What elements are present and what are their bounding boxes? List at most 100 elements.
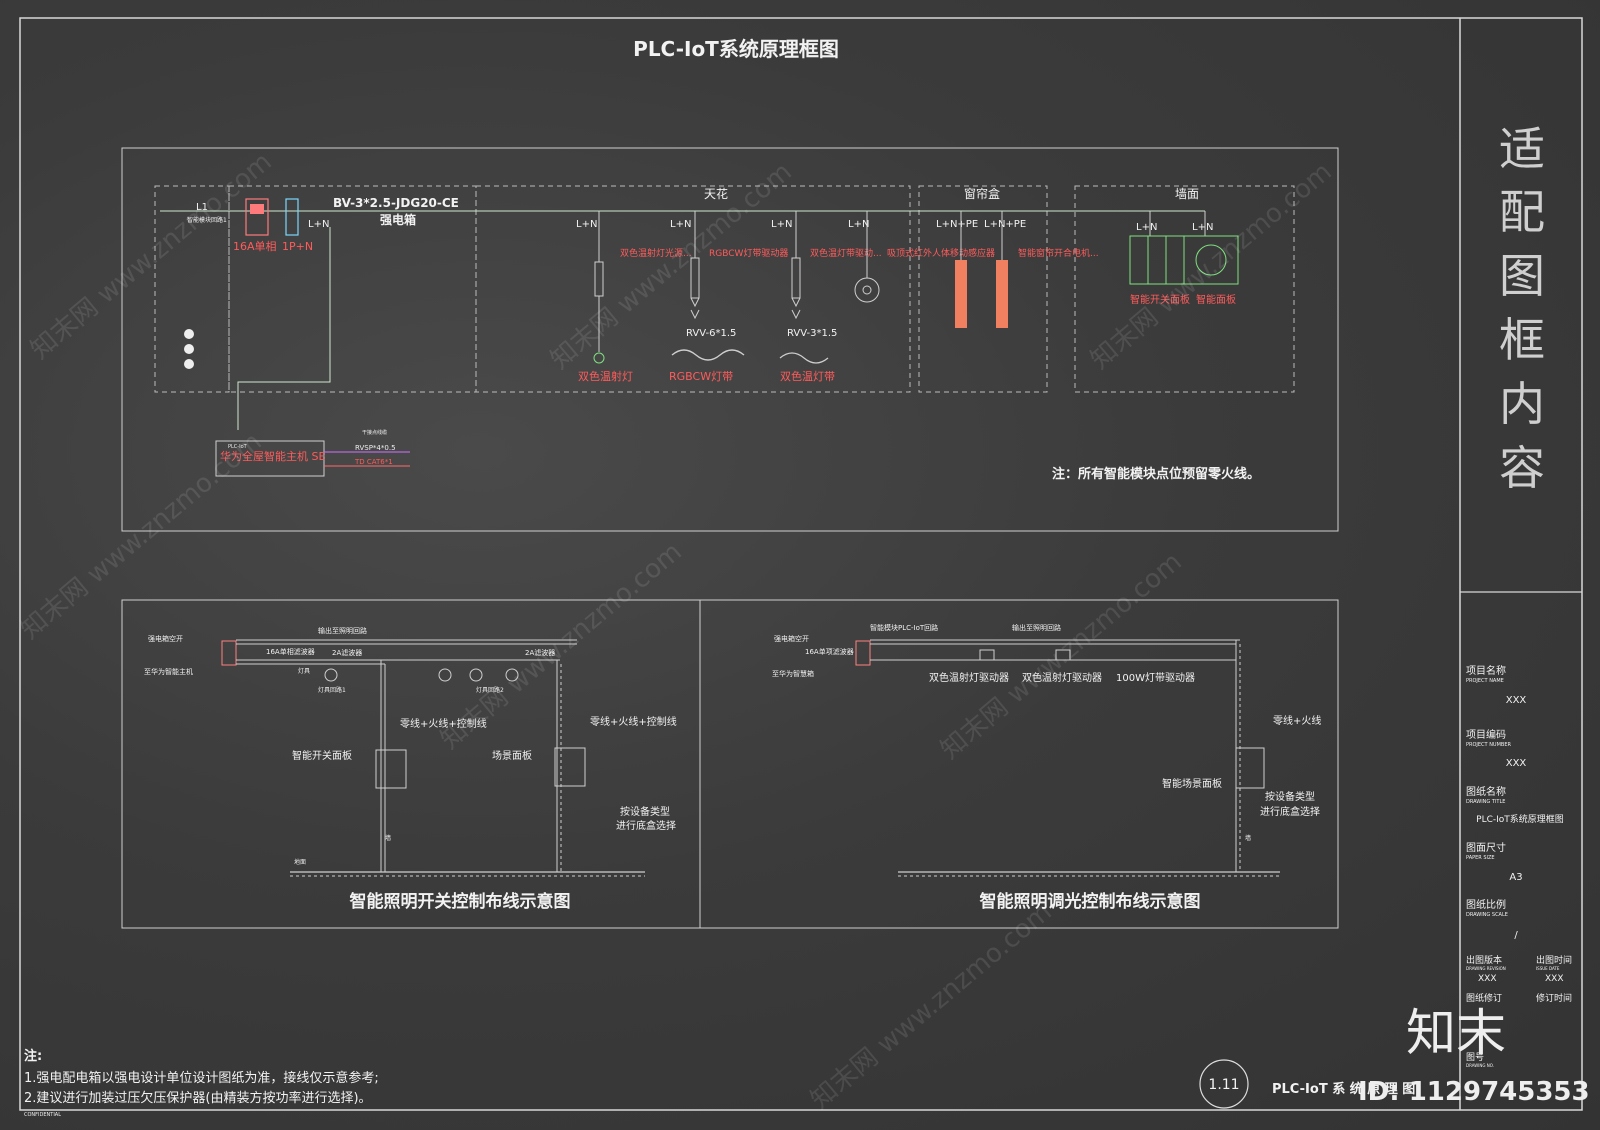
page-title: PLC-IoT系统原理框图 xyxy=(633,37,839,61)
area-curtain xyxy=(918,185,1048,393)
dot-1 xyxy=(184,329,194,339)
l-lamp-3-icon xyxy=(469,668,483,682)
area-box xyxy=(228,185,477,393)
r-driver-1-icon xyxy=(979,649,995,661)
host-right-top: 干接点线缆 xyxy=(362,429,387,436)
host-feed-line xyxy=(237,227,331,430)
l-box-note-2: 进行底盒选择 xyxy=(616,819,676,832)
r-filter: 16A单项滤波器 xyxy=(805,647,854,656)
smart-panel-icon xyxy=(1183,235,1239,285)
area-switch xyxy=(154,185,230,393)
revision-label: 出图版本 xyxy=(1466,954,1502,966)
project-name-label: 项目名称 xyxy=(1466,664,1506,677)
l-lamp-4-icon xyxy=(505,668,519,682)
project-no-label: 项目编码 xyxy=(1466,728,1506,741)
side-char-2: 配 xyxy=(1499,185,1545,239)
dev1-text: 双色温射灯光源... xyxy=(620,247,692,259)
r-breaker-icon xyxy=(855,640,871,666)
watermark-site-3: 知末网 www.znzmo.com xyxy=(1085,157,1337,376)
project-name-en: PROJECT NAME xyxy=(1466,678,1504,684)
watermark-site-1: 知末网 www.znzmo.com xyxy=(25,147,277,366)
side-char-6: 容 xyxy=(1499,441,1545,495)
r-to-host: 至华为智慧箱 xyxy=(772,669,814,678)
l-wire-label-1: 零线+火线+控制线 xyxy=(400,717,487,730)
l-filter-2a-1: 2A滤波器 xyxy=(332,648,362,657)
scale-value: / xyxy=(1514,930,1518,941)
l-filter-16a: 16A单相滤波器 xyxy=(266,647,315,656)
notes-head: 注: xyxy=(24,1048,42,1064)
dev3-connector xyxy=(791,297,801,320)
area-wall xyxy=(1074,185,1295,393)
l-lighting-out: 输出至照明回路 xyxy=(318,626,367,635)
l-panel-1: 智能开关面板 xyxy=(292,749,352,762)
module-loop-label: 智能模块回路1 xyxy=(187,216,227,224)
l-to-host: 至华为智能主机 xyxy=(144,667,193,676)
r-wire-label: 零线+火线 xyxy=(1273,714,1321,727)
r-driver-2: 双色温射灯驱动器 xyxy=(1022,671,1102,684)
r-module-loop: 智能模块PLC-IoT回路 xyxy=(870,623,938,632)
revision-en: DRAWING REVISION xyxy=(1466,966,1506,971)
lnpe-1: L+N+PE xyxy=(936,219,978,230)
dot-3 xyxy=(184,359,194,369)
paper-size-value: A3 xyxy=(1509,872,1522,883)
l-panel-2: 场景面板 xyxy=(492,749,532,762)
ln-box: L+N xyxy=(308,219,329,230)
host-wire-2-label: TD CAT6*1 xyxy=(354,458,393,466)
drawing-no-en: DRAWING NO. xyxy=(1466,1063,1494,1068)
l-lamp-1-icon xyxy=(324,668,338,682)
l-box-note-1: 按设备类型 xyxy=(620,805,670,818)
scale-label: 图纸比例 xyxy=(1466,898,1506,911)
l-lamp-note-2: 灯具回路2 xyxy=(476,686,504,694)
drawing-title-value: PLC-IoT系统原理框图 xyxy=(1476,813,1564,825)
paper-size-label: 图面尺寸 xyxy=(1466,841,1506,854)
paper-size-en: PAPER SIZE xyxy=(1466,855,1495,861)
issue-date-label: 出图时间 xyxy=(1536,954,1572,966)
drawing-title-label: 图纸名称 xyxy=(1466,785,1506,798)
sheet-title: PLC-IoT 系 统 原 理 图 xyxy=(1272,1081,1415,1097)
notes-line-1: 1.强电配电箱以强电设计单位设计图纸为准，接线仅示意参考; xyxy=(24,1070,379,1086)
dev1-label: 双色温射灯 xyxy=(578,369,633,383)
wall-title: 墙面 xyxy=(1175,187,1199,201)
right-diagram-title: 智能照明调光控制布线示意图 xyxy=(980,891,1201,912)
r-scene-panel-icon xyxy=(1235,747,1265,789)
watermark-site-4: 知末网 www.znzmo.com xyxy=(15,427,267,646)
breaker-16a-label: 16A单相 xyxy=(233,240,277,253)
r-wall-label: 墙 xyxy=(1245,834,1251,842)
modify-label: 图纸修订 xyxy=(1466,992,1502,1004)
dev4-text: 吸顶式红外人体移动感应器 xyxy=(887,247,995,259)
watermark-brand: 知末 xyxy=(1406,1004,1506,1062)
dual-strip-icon xyxy=(779,352,829,364)
drawing-no-label: 图号 xyxy=(1466,1052,1484,1063)
watermark-site-6: 知末网 www.znzmo.com xyxy=(935,547,1187,766)
l-scene-panel-icon xyxy=(554,747,586,787)
sheet-no-circle xyxy=(1199,1059,1249,1109)
box-label: 强电箱 xyxy=(380,212,416,227)
watermark-id: ID: 1129745353 xyxy=(1358,1077,1590,1107)
l-lamp-text: 灯具 xyxy=(298,667,310,675)
rgbcw-strip-icon xyxy=(671,349,745,361)
l-breaker-icon xyxy=(221,640,237,666)
l-lamp-2-icon xyxy=(438,668,452,682)
l-filter-2a-2: 2A滤波器 xyxy=(525,648,555,657)
sheet-no: 1.11 xyxy=(1208,1077,1239,1093)
dev3-driver-icon xyxy=(791,257,801,299)
area-ceiling xyxy=(475,185,911,393)
spotlight-icon xyxy=(593,352,605,364)
issue-date-value: XXX xyxy=(1545,974,1564,984)
dev2-cable: RVV-6*1.5 xyxy=(686,328,736,339)
system-note: 注：所有智能模块点位预留零火线。 xyxy=(1052,466,1260,482)
modify-time-label: 修订时间 xyxy=(1536,992,1572,1004)
system-frame xyxy=(121,147,1339,532)
curtain-motor-2-icon xyxy=(996,260,1008,328)
r-panel: 智能场景面板 xyxy=(1162,777,1222,790)
project-no-en: PROJECT NUMBER xyxy=(1466,742,1511,748)
scale-en: DRAWING SCALE xyxy=(1466,912,1508,918)
ln-dev4: L+N xyxy=(848,219,869,230)
ln-dev1: L+N xyxy=(576,219,597,230)
sensor-icon-inner xyxy=(862,285,872,295)
l1-label: L1 xyxy=(196,202,208,213)
dev3-text: 双色温灯带驱动... xyxy=(810,247,882,259)
dev2-label: RGBCW灯带 xyxy=(669,370,733,383)
